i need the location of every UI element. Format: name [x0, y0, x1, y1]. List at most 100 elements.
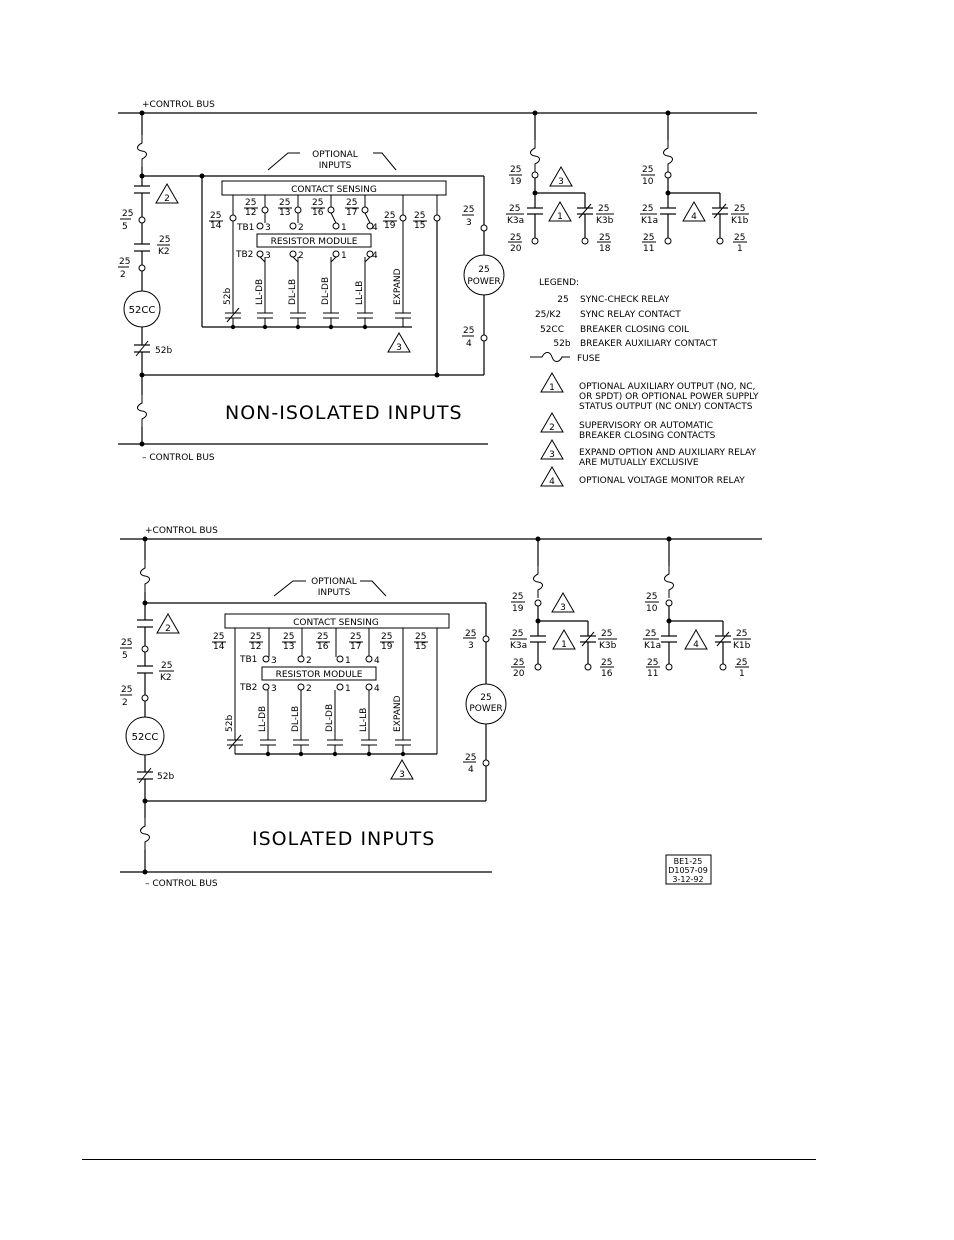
svg-text:TB2: TB2	[239, 683, 257, 693]
svg-text:CONTACT SENSING: CONTACT SENSING	[291, 185, 377, 195]
svg-text:3: 3	[265, 223, 271, 233]
svg-text:25: 25	[601, 658, 612, 668]
svg-text:25: 25	[463, 205, 474, 215]
svg-text:13: 13	[279, 208, 290, 218]
svg-text:2: 2	[165, 624, 171, 634]
svg-text:52CC: 52CC	[540, 325, 564, 335]
svg-text:OPTIONAL AUXILIARY OUTPUT (NO,: OPTIONAL AUXILIARY OUTPUT (NO, NC,	[579, 382, 755, 392]
svg-text:10: 10	[642, 177, 654, 187]
legend: LEGEND: 25 SYNC-CHECK RELAY 25/K2 SYNC R…	[530, 278, 759, 487]
svg-text:1: 1	[737, 244, 743, 254]
svg-text:20: 20	[510, 244, 522, 254]
svg-text:25: 25	[736, 629, 747, 639]
svg-text:25: 25	[279, 198, 290, 208]
svg-text:25: 25	[599, 233, 610, 243]
svg-text:25: 25	[414, 211, 425, 221]
svg-text:1: 1	[739, 669, 745, 679]
svg-text:20: 20	[513, 669, 525, 679]
svg-text:25: 25	[317, 632, 328, 642]
svg-text:LL-LB: LL-LB	[359, 708, 369, 732]
svg-text:EXPAND: EXPAND	[393, 268, 403, 305]
svg-text:25: 25	[122, 209, 133, 219]
svg-text:52CC: 52CC	[129, 305, 156, 316]
svg-text:2: 2	[298, 251, 304, 261]
svg-text:25/K2: 25/K2	[535, 310, 561, 320]
svg-text:25: 25	[647, 658, 658, 668]
svg-text:15: 15	[414, 221, 425, 231]
svg-text:25: 25	[350, 632, 361, 642]
svg-text:3-12-92: 3-12-92	[672, 875, 703, 884]
svg-text:3: 3	[468, 641, 474, 651]
svg-text:25: 25	[480, 693, 491, 703]
non-isolated-inputs-section: +CONTROL BUS – CONTROL BUS 2 25 5 25 K2 …	[118, 100, 757, 463]
svg-text:25: 25	[250, 632, 261, 642]
svg-text:K2: K2	[158, 247, 170, 257]
svg-text:11: 11	[643, 244, 654, 254]
svg-text:25: 25	[736, 658, 747, 668]
isolated-inputs-section: +CONTROL BUS – CONTROL BUS 2 25 5 25 K2 …	[120, 526, 762, 889]
svg-text:25: 25	[283, 632, 294, 642]
svg-text:25: 25	[213, 632, 224, 642]
svg-text:1: 1	[345, 684, 351, 694]
svg-text:3: 3	[560, 603, 566, 613]
svg-text:4: 4	[374, 656, 380, 666]
svg-text:25: 25	[384, 211, 395, 221]
svg-text:CONTACT SENSING: CONTACT SENSING	[293, 618, 379, 628]
svg-text:2: 2	[306, 656, 312, 666]
svg-text:25: 25	[415, 632, 426, 642]
svg-text:1: 1	[561, 640, 567, 650]
svg-text:18: 18	[599, 244, 611, 254]
fuse-icon	[664, 565, 674, 599]
svg-text:FUSE: FUSE	[577, 354, 600, 364]
svg-text:SYNC-CHECK RELAY: SYNC-CHECK RELAY	[580, 295, 670, 305]
svg-text:14: 14	[210, 221, 222, 231]
svg-text:25: 25	[510, 233, 521, 243]
svg-text:3: 3	[549, 450, 555, 460]
svg-text:4: 4	[372, 251, 378, 261]
fuse-icon	[137, 134, 147, 168]
svg-text:1: 1	[341, 251, 347, 261]
svg-text:3: 3	[271, 656, 277, 666]
svg-text:19: 19	[512, 604, 524, 614]
svg-text:POWER: POWER	[467, 277, 500, 287]
svg-text:19: 19	[510, 177, 522, 187]
svg-text:25: 25	[557, 295, 568, 305]
svg-text:K1b: K1b	[731, 216, 749, 226]
svg-text:19: 19	[381, 642, 393, 652]
svg-text:BREAKER CLOSING COIL: BREAKER CLOSING COIL	[580, 325, 689, 335]
footer-rule	[82, 1159, 816, 1160]
svg-text:4: 4	[466, 339, 472, 349]
fuse-icon	[530, 352, 570, 362]
svg-text:25: 25	[161, 661, 172, 671]
fuse-icon	[533, 565, 543, 599]
svg-text:25: 25	[312, 198, 323, 208]
svg-text:K2: K2	[160, 673, 172, 683]
svg-text:OPTIONAL: OPTIONAL	[311, 577, 357, 587]
svg-text:14: 14	[213, 642, 225, 652]
fuse-icon	[140, 817, 150, 851]
svg-text:25: 25	[646, 592, 657, 602]
fuse-icon	[530, 139, 540, 173]
svg-text:25: 25	[643, 233, 654, 243]
power-supply	[463, 254, 505, 296]
svg-text:52b: 52b	[225, 715, 235, 732]
svg-text:3: 3	[466, 218, 472, 228]
svg-text:2: 2	[120, 270, 126, 280]
svg-text:3: 3	[396, 343, 402, 353]
fuse-icon	[137, 394, 147, 428]
svg-text:EXPAND: EXPAND	[393, 695, 403, 732]
svg-text:K3a: K3a	[507, 216, 524, 226]
svg-text:4: 4	[691, 212, 697, 222]
svg-text:4: 4	[549, 477, 555, 487]
svg-text:SYNC RELAY CONTACT: SYNC RELAY CONTACT	[580, 310, 681, 320]
fuse-icon	[663, 139, 673, 173]
svg-text:4: 4	[468, 765, 474, 775]
svg-text:25: 25	[509, 204, 520, 214]
svg-text:52b: 52b	[223, 288, 233, 305]
svg-text:12: 12	[250, 642, 261, 652]
svg-text:INPUTS: INPUTS	[318, 588, 351, 598]
svg-text:DL-DB: DL-DB	[321, 277, 331, 305]
svg-text:2: 2	[298, 223, 304, 233]
svg-text:3: 3	[558, 177, 564, 187]
